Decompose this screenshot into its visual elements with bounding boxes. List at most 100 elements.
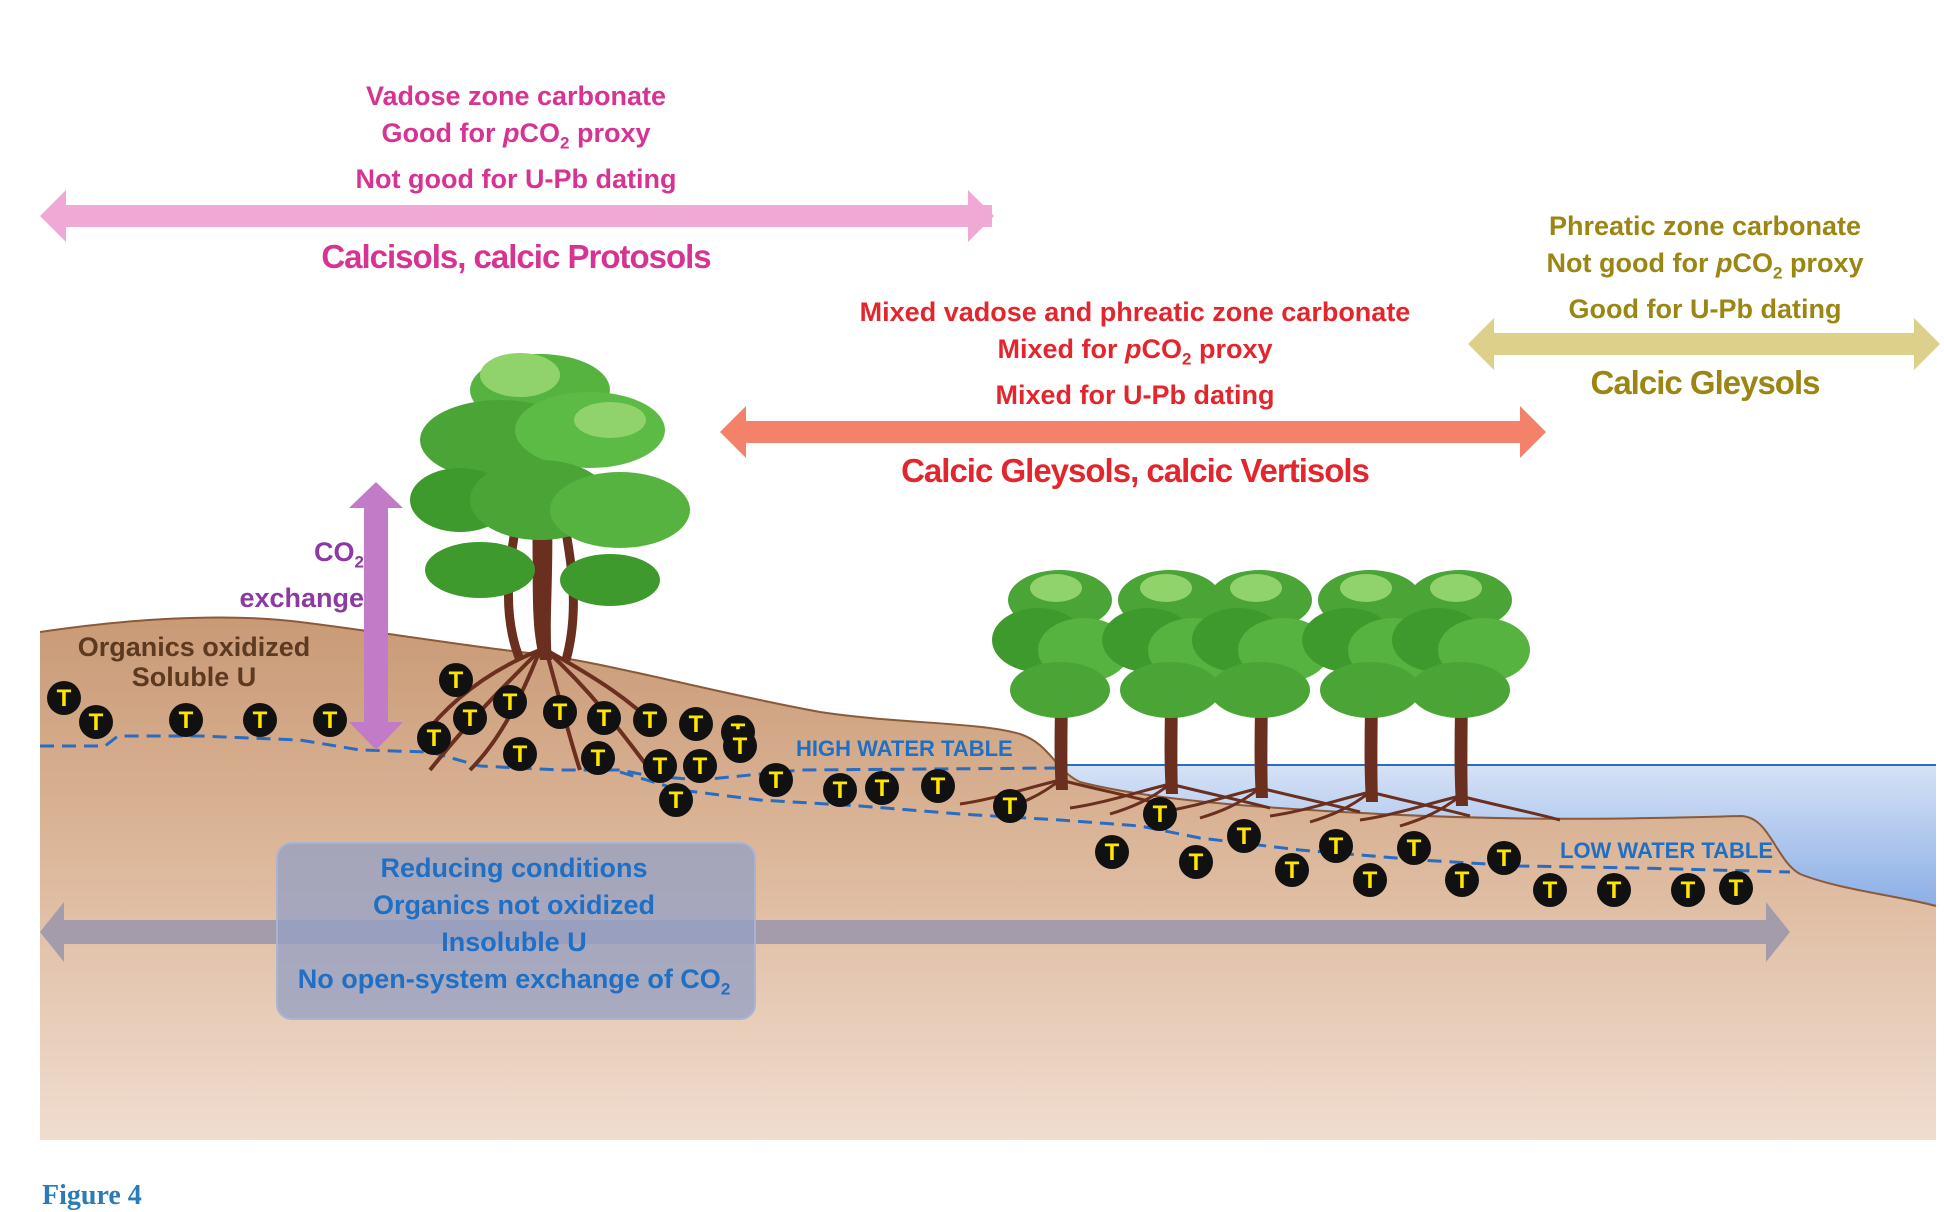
t-marker-label: T [503, 689, 518, 716]
forest-tree [1069, 570, 1271, 816]
t-marker-label: T [1153, 801, 1168, 828]
phreatic-line2: Not good for pCO2 proxy [1546, 248, 1864, 283]
t-markers: TTTTTTTTTTTTTTTTTTTTTTTTTTTTTTTTTTTTTTT [47, 663, 1753, 907]
t-marker: T [243, 703, 277, 737]
t-marker-label: T [1003, 793, 1018, 820]
t-marker-label: T [643, 707, 658, 734]
t-marker: T [439, 663, 473, 697]
t-marker-label: T [1455, 867, 1470, 894]
t-marker: T [865, 771, 899, 805]
phreatic-soil-label: Calcic Gleysols [1590, 364, 1821, 401]
t-marker-label: T [591, 745, 606, 772]
t-marker-label: T [875, 775, 890, 802]
t-marker-label: T [253, 707, 268, 734]
t-marker-label: T [1363, 867, 1378, 894]
t-marker: T [1445, 863, 1479, 897]
t-marker: T [1719, 871, 1753, 905]
t-marker-label: T [449, 667, 464, 694]
t-marker-label: T [323, 707, 338, 734]
vadose-label: Vadose zone carbonate Good for pCO2 prox… [316, 78, 716, 198]
t-marker: T [1227, 819, 1261, 853]
t-marker: T [169, 703, 203, 737]
vadose-arrow [40, 190, 994, 242]
t-marker-label: T [1237, 823, 1252, 850]
t-marker: T [79, 705, 113, 739]
t-marker-label: T [513, 741, 528, 768]
vadose-soil-label: Calcisols, calcic Protosols [321, 238, 711, 275]
t-marker: T [1353, 863, 1387, 897]
t-marker: T [823, 773, 857, 807]
t-marker: T [921, 769, 955, 803]
t-marker-label: T [1105, 839, 1120, 866]
t-marker: T [1319, 829, 1353, 863]
mixed-line2: Mixed for pCO2 proxy [997, 334, 1273, 369]
t-marker: T [543, 695, 577, 729]
t-marker-label: T [733, 733, 748, 760]
t-marker-label: T [1329, 833, 1344, 860]
forest-tree [1159, 570, 1361, 820]
high-water-table-line [40, 734, 1061, 782]
t-marker-label: T [427, 725, 442, 752]
t-marker-label: T [931, 773, 946, 800]
t-marker-label: T [1189, 849, 1204, 876]
t-marker: T [643, 749, 677, 783]
t-marker: T [723, 729, 757, 763]
t-marker-label: T [833, 777, 848, 804]
tall-tree [410, 353, 690, 772]
mixed-line3: Mixed for U-Pb dating [995, 380, 1275, 411]
oxidized-label: Organics oxidized Soluble U [77, 632, 311, 692]
t-marker: T [581, 741, 615, 775]
t-marker: T [313, 703, 347, 737]
mixed-label: Mixed vadose and phreatic zone carbonate… [830, 294, 1440, 414]
figure-caption: Figure 4 [42, 1180, 142, 1211]
forest-tree [1269, 570, 1471, 824]
phreatic-line1: Phreatic zone carbonate [1548, 211, 1862, 241]
vadose-line2: Good for pCO2 proxy [381, 118, 651, 153]
low-water-table-line [619, 770, 1791, 874]
t-marker: T [993, 789, 1027, 823]
t-marker-label: T [689, 711, 704, 738]
t-marker: T [759, 763, 793, 797]
t-marker: T [587, 701, 621, 735]
phreatic-line3: Good for U-Pb dating [1568, 294, 1842, 325]
t-marker-label: T [553, 699, 568, 726]
t-marker-label: T [1543, 877, 1558, 904]
phreatic-label: Phreatic zone carbonate Not good for pCO… [1520, 208, 1890, 328]
mixed-soil-label: Calcic Gleysols, calcic Vertisols [901, 452, 1370, 489]
t-marker: T [503, 737, 537, 771]
t-marker-label: T [1729, 875, 1744, 902]
reducing-conditions-text: Reducing conditions Organics not oxidize… [297, 853, 731, 999]
t-marker-label: T [653, 753, 668, 780]
t-marker: T [1671, 873, 1705, 907]
t-marker: T [659, 783, 693, 817]
t-marker-label: T [669, 787, 684, 814]
mixed-line1: Mixed vadose and phreatic zone carbonate [859, 297, 1411, 327]
t-marker-label: T [1607, 877, 1622, 904]
t-marker-label: T [1681, 877, 1696, 904]
mixed-arrow [720, 406, 1546, 458]
phreatic-arrow [1468, 318, 1940, 370]
t-marker: T [453, 701, 487, 735]
t-marker: T [417, 721, 451, 755]
t-marker-label: T [179, 707, 194, 734]
t-marker-label: T [57, 685, 72, 712]
t-marker: T [1487, 841, 1521, 875]
high-water-table-label: HIGH WATER TABLE [796, 736, 1013, 761]
co2-exchange-label: CO2 exchange [239, 537, 364, 614]
t-marker-label: T [463, 705, 478, 732]
t-marker-label: T [693, 753, 708, 780]
vadose-line1: Vadose zone carbonate [365, 81, 667, 111]
t-marker: T [633, 703, 667, 737]
t-marker-label: T [769, 767, 784, 794]
t-marker-label: T [89, 709, 104, 736]
t-marker: T [683, 749, 717, 783]
t-marker: T [493, 685, 527, 719]
low-water-table-label: LOW WATER TABLE [1560, 838, 1774, 863]
co2-exchange-arrow [349, 482, 403, 750]
t-marker: T [1397, 831, 1431, 865]
t-marker-label: T [1497, 845, 1512, 872]
t-marker: T [1597, 873, 1631, 907]
t-marker-label: T [1285, 857, 1300, 884]
tree-cluster [959, 570, 1561, 828]
